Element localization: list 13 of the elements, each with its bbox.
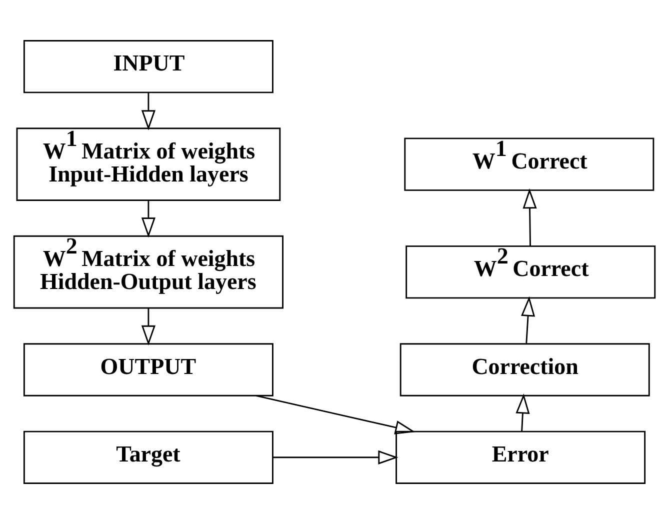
- arrow: [522, 188, 537, 246]
- node-box: Target: [23, 430, 274, 484]
- arrow: [256, 395, 416, 434]
- arrow: [520, 296, 536, 344]
- arrow: [272, 450, 398, 464]
- node-box: OUTPUT: [23, 343, 274, 396]
- node-box: Correction: [400, 343, 650, 396]
- node-box: INPUT: [23, 40, 274, 94]
- arrow: [516, 394, 530, 432]
- arrow: [141, 92, 156, 130]
- arrow: [141, 308, 156, 346]
- node-box: Error: [396, 430, 646, 484]
- arrow: [141, 200, 156, 238]
